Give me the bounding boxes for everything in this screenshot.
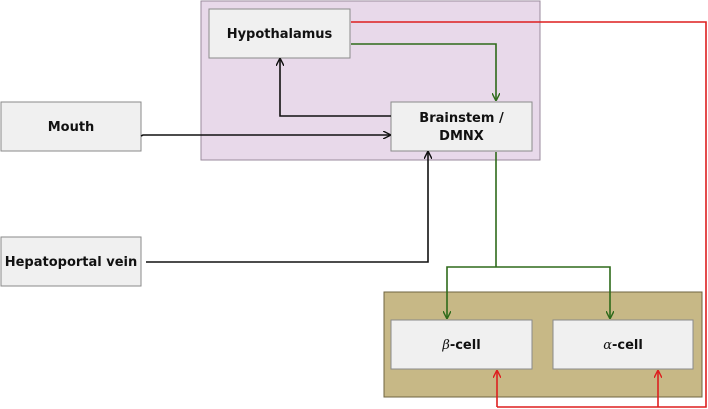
arrow-hypothalamus-to-brainstem [351,43,496,100]
beta-cell-node: β-cell [390,319,533,370]
red-feedback-line [351,21,707,408]
arrow-hepatoportal-to-brainstem [146,152,428,263]
brainstem-label-line1: Brainstem / [419,111,504,126]
hepatoportal-vein-node: Hepatoportal vein [0,236,142,287]
hypothalamus-label: Hypothalamus [227,27,333,42]
beta-cell-suffix: -cell [450,338,481,353]
alpha-cell-suffix: -cell [612,338,643,353]
mouth-label: Mouth [48,120,95,135]
alpha-cell-node: α-cell [552,319,694,370]
arrow-brainstem-to-hypothalamus [280,59,391,117]
beta-cell-label: β-cell [441,338,480,353]
alpha-cell-label: α-cell [603,338,643,353]
arrow-branch-to-alpha-cell [496,266,610,318]
brainstem-dmnx-node: Brainstem / DMNX [390,101,533,152]
alpha-symbol: α [603,338,612,353]
hypothalamus-node: Hypothalamus [208,8,351,59]
brainstem-label-line2: DMNX [439,129,484,144]
beta-symbol: β [441,338,450,353]
arrow-branch-to-beta-cell [447,266,496,318]
hepatoportal-vein-label: Hepatoportal vein [5,255,138,270]
arrow-mouth-to-brainstem [140,135,390,136]
mouth-node: Mouth [0,101,142,152]
